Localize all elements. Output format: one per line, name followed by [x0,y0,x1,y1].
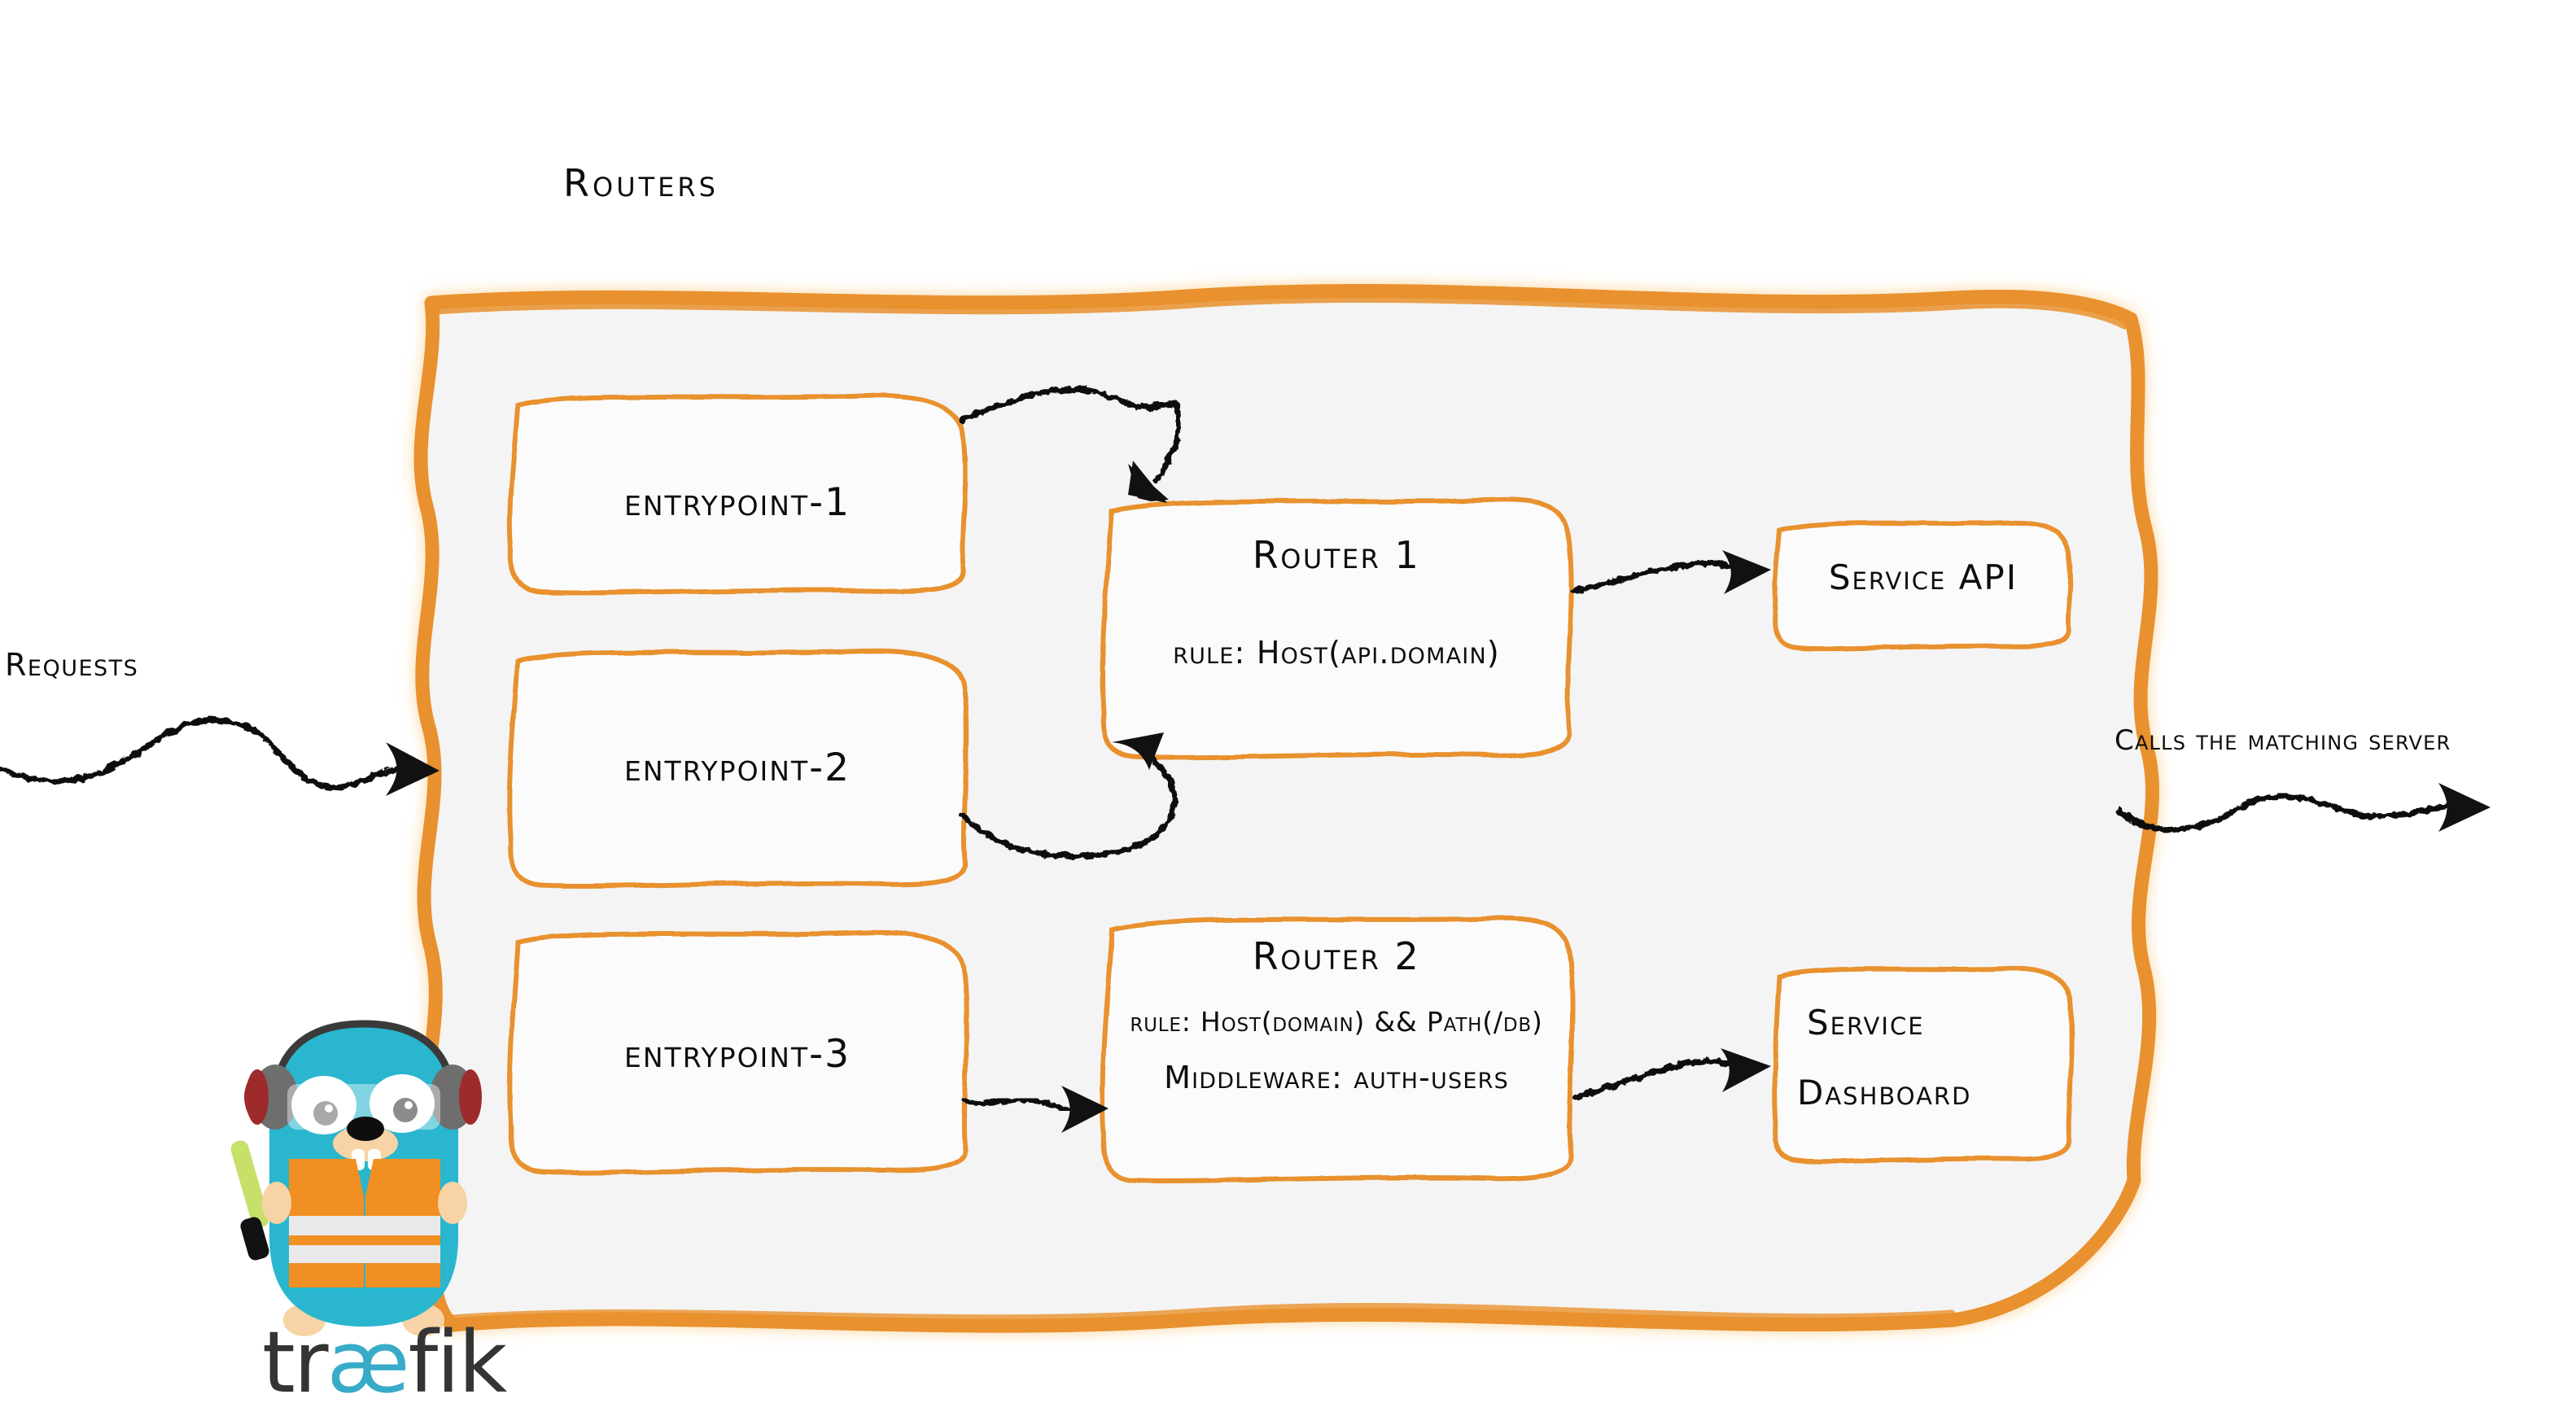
entrypoint-box-3[interactable] [507,929,969,1175]
router-2-middleware: Middleware: auth-users [1164,1060,1509,1095]
wordmark-ae-ligature: æ [326,1313,410,1412]
page-title: Routers [563,161,719,205]
router-1-rule: rule: Host(api.domain) [1173,635,1500,671]
arrow-router1-to-service-api [1572,550,1771,594]
arrow-router2-to-service-dashboard [1572,1048,1771,1100]
arrow-incoming-requests [0,717,440,796]
router-2-title: Router 2 [1252,934,1421,978]
router-1-title: Router 1 [1252,533,1421,577]
wordmark-part-2: fik [408,1313,508,1412]
arrow-entrypoint1-to-router1 [959,386,1183,503]
headphones-icon [244,1064,482,1130]
traefik-wordmark: træfik [262,1320,507,1405]
service-box-api[interactable] [1772,519,2073,652]
entrypoint-box-2[interactable] [507,648,969,889]
entrypoint-3-label: entrypoint-3 [624,1032,851,1077]
calls-the-matching-server-label: Calls the matching server [2115,724,2451,757]
service-dashboard-label-line1: Service [1807,1003,1925,1043]
service-api-label: Service API [1828,557,2018,597]
entrypoint-1-label: entrypoint-1 [624,480,851,525]
service-dashboard-label-line2: Dashboard [1797,1073,1972,1113]
router-box-1[interactable] [1100,496,1574,760]
entrypoint-2-label: entrypoint-2 [624,745,851,790]
service-box-dashboard[interactable] [1772,965,2075,1165]
arrow-entrypoint2-to-router1 [959,732,1178,859]
safety-vest-icon [289,1159,440,1287]
requests-label: Requests [5,647,139,683]
glow-stick-left-icon [230,1140,269,1261]
router-2-rule: rule: Host(domain) && Path(/db) [1130,1006,1543,1038]
traefik-gopher-mascot [230,1020,482,1336]
arrow-outgoing-calls [2115,783,2491,833]
router-box-2[interactable] [1100,915,1576,1183]
wordmark-part-1: tr [262,1313,329,1412]
entrypoint-box-1[interactable] [507,392,968,596]
arrow-entrypoint3-to-router2 [962,1086,1109,1133]
